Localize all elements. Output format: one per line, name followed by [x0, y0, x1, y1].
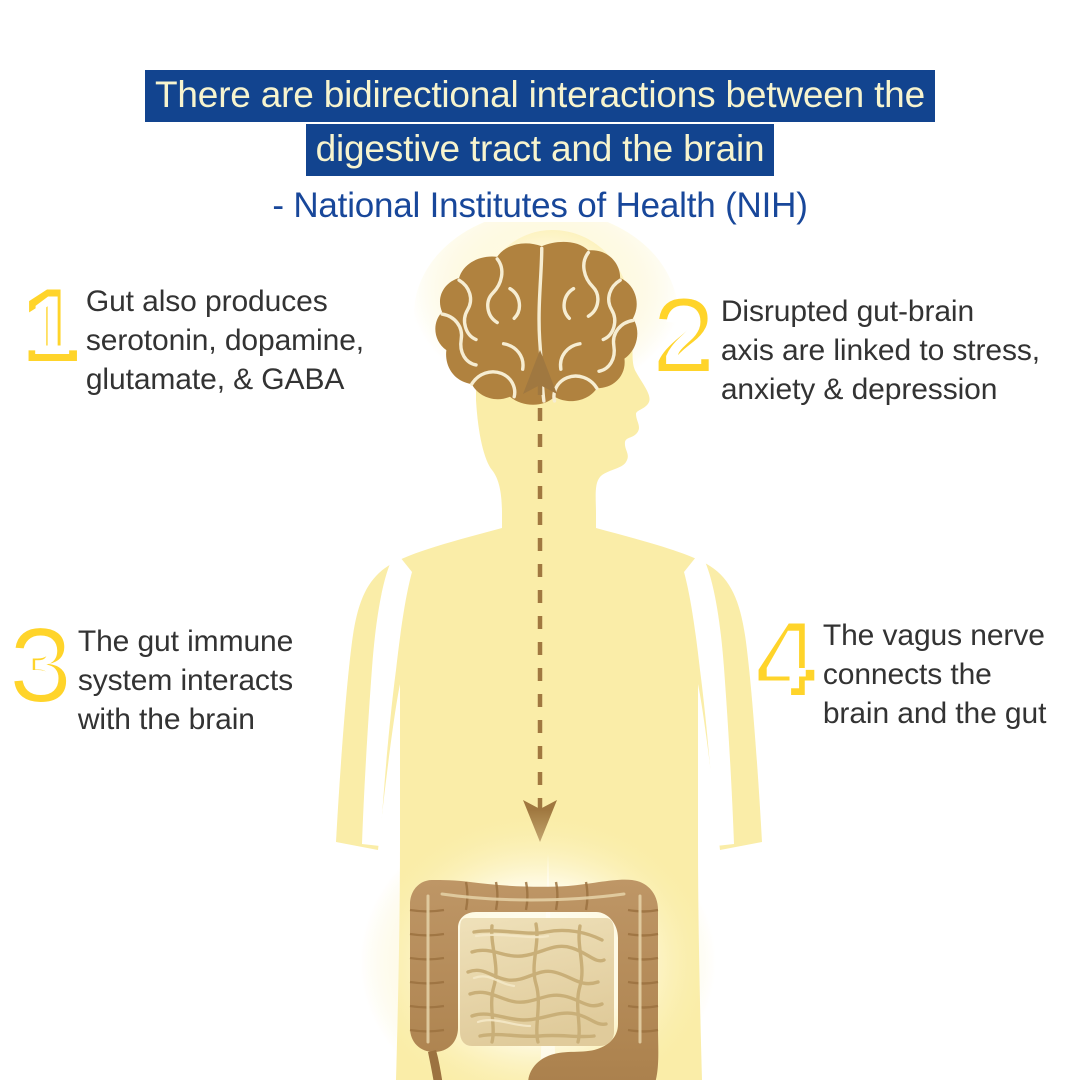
attribution-text: - National Institutes of Health (NIH) [272, 186, 808, 225]
callout-1-number-wrap: 1 1 [22, 268, 80, 384]
small-intestine-highlights [472, 933, 550, 1028]
callout-2: 2 2 Disrupted gut-brain axis are linked … [655, 278, 1041, 409]
callout-1-text: Gut also produces serotonin, dopamine, g… [85, 285, 365, 396]
callout-2-text: Disrupted gut-brain axis are linked to s… [720, 295, 1041, 406]
callout-4-text: The vagus nerve connects the brain and t… [822, 619, 1047, 730]
callout-4: 4 4 The vagus nerve connects the brain a… [757, 602, 1047, 733]
left-arm-gap [362, 552, 412, 846]
small-intestine-coils [466, 922, 608, 1044]
title-line-1-wrap: There are bidirectional interactions bet… [0, 70, 1080, 122]
brain-illustration [435, 241, 638, 405]
brain-folds [440, 246, 635, 403]
callout-3-number-wrap: 3 3 [12, 608, 70, 724]
colon-path [410, 879, 659, 1080]
callout-3: 3 3 The gut immune system interacts with… [12, 608, 294, 739]
arrow-head-up [523, 350, 557, 394]
callout-1-number: 1 [22, 268, 80, 384]
callout-3-number: 3 [12, 608, 70, 724]
callout-4-number-wrap: 4 4 [757, 602, 815, 718]
title-block: There are bidirectional interactions bet… [0, 70, 1080, 176]
small-intestine-group [460, 918, 614, 1046]
callout-3-text: The gut immune system interacts with the… [77, 625, 294, 736]
callout-2-number: 2 [655, 278, 713, 394]
brain-mass [435, 241, 638, 405]
appendix-path [428, 1050, 443, 1080]
intestine-illustration [409, 879, 659, 1080]
title-line-1: There are bidirectional interactions bet… [145, 70, 935, 122]
colon-highlights [426, 892, 642, 1044]
callout-2-number-wrap: 2 2 [655, 278, 713, 394]
callout-4-number: 4 [757, 602, 815, 718]
title-line-2-wrap: digestive tract and the brain [0, 124, 1080, 176]
callout-1: 1 1 Gut also produces serotonin, dopamin… [22, 268, 365, 399]
right-arm-gap [684, 552, 734, 846]
gut-brain-figure [300, 222, 780, 1080]
title-line-2: digestive tract and the brain [305, 124, 775, 176]
